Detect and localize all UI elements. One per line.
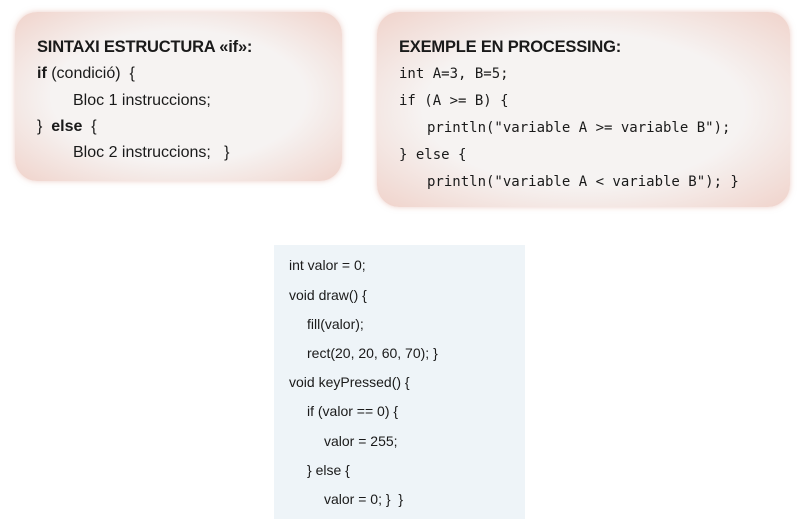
code-line: valor = 255; (324, 433, 398, 449)
else-keyword: else (51, 118, 83, 135)
example-title: EXEMPLE EN PROCESSING: (399, 38, 622, 56)
code-listing: int valor = 0; void draw() { fill(valor)… (274, 245, 525, 519)
code-line: void draw() { (289, 287, 367, 303)
example-line: int A=3, B=5; (399, 66, 509, 82)
example-line: } else { (399, 147, 467, 163)
example-line: println("variable A >= variable B"); (427, 120, 731, 136)
if-keyword: if (37, 65, 47, 82)
close-brace: } (37, 118, 43, 135)
code-line: if (valor == 0) { (307, 403, 399, 419)
example-card: EXEMPLE EN PROCESSING: int A=3, B=5; if … (377, 12, 790, 207)
syntax-if-line: if (condició) { (37, 65, 135, 83)
if-condition: (condició) { (46, 65, 135, 82)
code-line: int valor = 0; (289, 257, 366, 273)
code-line: void keyPressed() { (289, 374, 410, 390)
code-line: rect(20, 20, 60, 70); } (307, 345, 438, 361)
syntax-title: SINTAXI ESTRUCTURA «if»: (37, 38, 253, 56)
code-line: valor = 0; } } (324, 491, 403, 507)
syntax-bloc2: Bloc 2 instruccions; } (73, 144, 230, 161)
example-line: println("variable A < variable B"); } (427, 174, 739, 190)
code-line: } else { (307, 462, 350, 478)
code-line: fill(valor); (307, 316, 364, 332)
example-line: if (A >= B) { (399, 93, 509, 109)
syntax-card: SINTAXI ESTRUCTURA «if»: if (condició) {… (15, 12, 342, 181)
syntax-else-line: } else { (37, 118, 97, 136)
syntax-bloc1: Bloc 1 instruccions; (73, 92, 211, 109)
open-brace: { (82, 118, 97, 135)
